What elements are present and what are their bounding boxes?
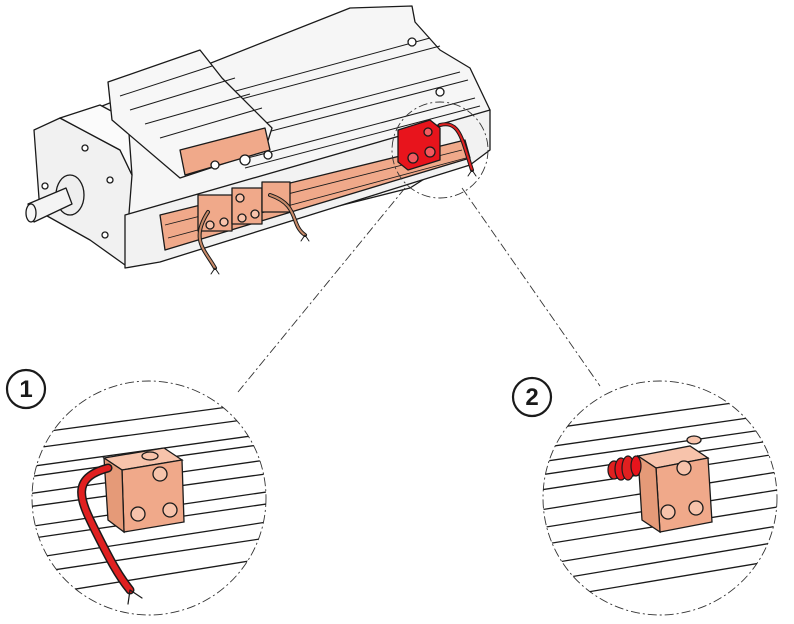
red-sensor-block [397,119,441,171]
detail-marker-circle [391,101,489,199]
leader-lines [237,187,601,393]
carriage-front [179,127,271,176]
cable-connector-2 [607,455,642,481]
sensor-block-2 [636,435,713,534]
rail-profile-lines-2 [543,394,777,601]
sensor-block-1 [102,447,185,534]
callout-label-2: 2 [525,384,538,411]
callout-label-1: 1 [19,376,32,403]
carriage-screws [41,37,445,239]
carriage-grooves [119,65,263,139]
detail-view-2 [542,380,778,616]
copper-sensor-blocks [197,181,291,232]
callout-badge-2: 2 [511,376,553,418]
drive-shaft [25,174,85,223]
sensor-wires [197,122,477,275]
detail-view-1 [31,380,267,616]
sensor-wire-1 [77,463,143,605]
callout-badge-1: 1 [5,368,47,410]
linear-actuator [25,5,491,269]
